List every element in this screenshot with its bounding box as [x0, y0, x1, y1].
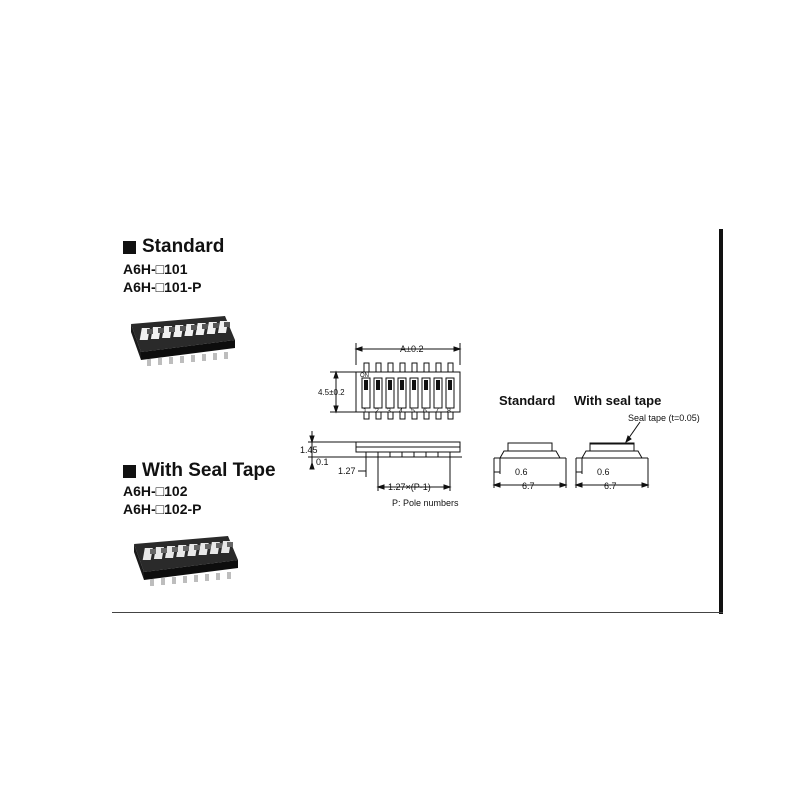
- seal-heading: With Seal Tape: [123, 460, 276, 482]
- bullet-square-icon: [123, 240, 136, 254]
- standard-switch-photo: [131, 316, 235, 366]
- bullet-square-icon: [123, 464, 136, 478]
- dimension-drawing: A±0.2 ON 1 2 3 4 5 6 7 8: [300, 343, 462, 508]
- dim-span-label: 1.27×(P-1): [388, 482, 431, 492]
- dim-pitch-label: 1.27: [338, 466, 356, 476]
- side-standard-label: Standard: [499, 393, 556, 408]
- dim-standoff-label: 0.1: [316, 457, 329, 467]
- std-length-label: 6.7: [522, 481, 535, 491]
- on-label: ON: [360, 373, 369, 379]
- dim-height-label: 1.45: [300, 445, 318, 455]
- side-seal-label: With seal tape: [574, 393, 662, 408]
- seal-thickness-label: 0.6: [597, 467, 610, 477]
- dim-a-label: A±0.2: [400, 344, 423, 354]
- standard-title: Standard: [142, 236, 225, 257]
- pole-note: P: Pole numbers: [392, 498, 459, 508]
- seal-title: With Seal Tape: [142, 460, 276, 481]
- frame-right-border: [719, 229, 723, 614]
- side-view-drawings: 0.6 6.7 0.6 6.7 Seal tape (t=0.05): [492, 413, 700, 491]
- dim-width-label: 4.5±0.2: [318, 388, 345, 397]
- seal-model-1: A6H-□102: [123, 483, 188, 499]
- standard-model-2: A6H-□101-P: [123, 279, 202, 295]
- std-thickness-label: 0.6: [515, 467, 528, 477]
- seal-length-label: 6.7: [604, 481, 617, 491]
- seal-tape-note: Seal tape (t=0.05): [628, 413, 700, 423]
- standard-heading: Standard: [123, 236, 224, 258]
- frame-bottom-border: [112, 612, 723, 613]
- seal-switch-photo: [134, 536, 238, 586]
- seal-model-2: A6H-□102-P: [123, 501, 202, 517]
- standard-model-1: A6H-□101: [123, 261, 188, 277]
